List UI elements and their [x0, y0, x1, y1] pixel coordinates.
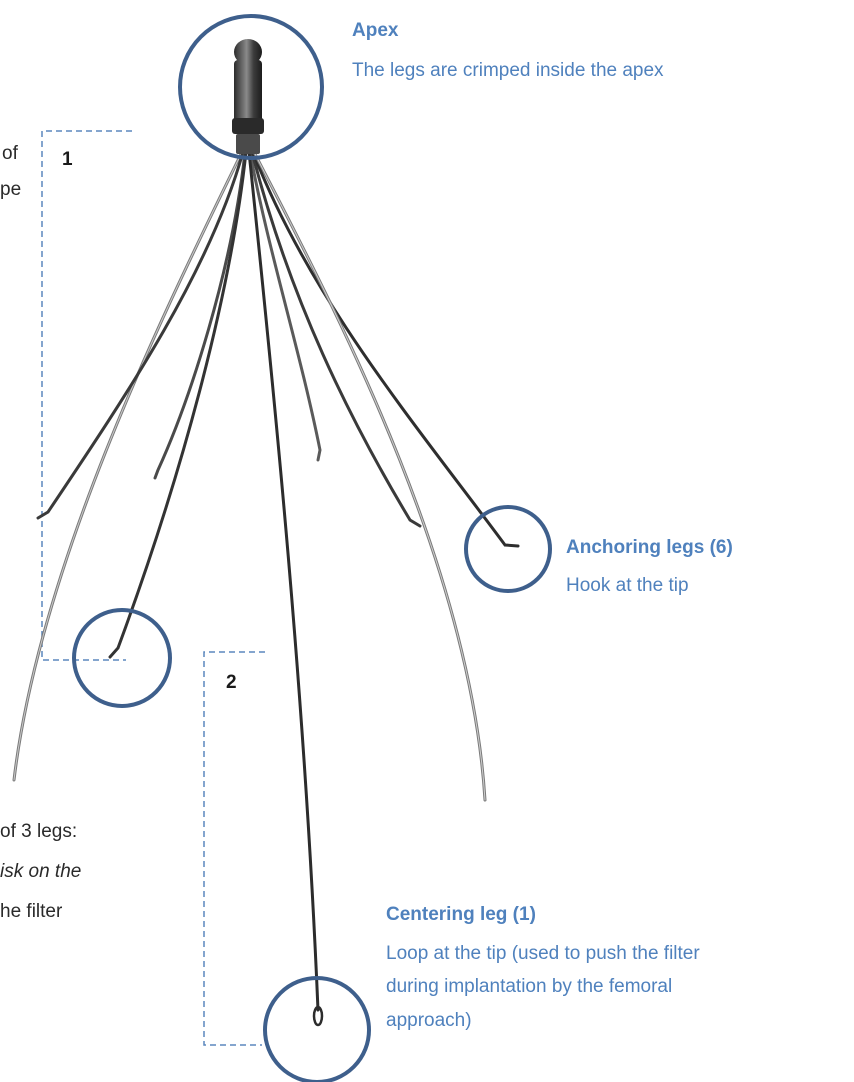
hook-highlight-circle — [72, 608, 172, 708]
right-outer-strut — [252, 150, 487, 802]
bracket-1-number: 1 — [62, 149, 73, 170]
left-fragment-3: of 3 legs: — [0, 821, 78, 842]
anchoring-leg-5 — [250, 150, 422, 528]
centering-highlight-circle — [263, 976, 371, 1082]
anchoring-highlight-circle — [464, 505, 552, 593]
anchoring-title: Anchoring legs (6) — [566, 537, 733, 558]
apex-title: Apex — [352, 20, 399, 41]
centering-title: Centering leg (1) — [386, 904, 536, 925]
bracket-2-number: 2 — [226, 672, 237, 693]
anchoring-leg-2 — [153, 150, 247, 480]
anchoring-leg-3 — [108, 150, 248, 659]
centering-line1: Loop at the tip (used to push the filter — [386, 943, 700, 964]
apex-cap — [232, 39, 264, 154]
left-fragment-5: he filter — [0, 901, 63, 922]
bracket-1 — [41, 130, 132, 661]
centering-line3: approach) — [386, 1010, 472, 1031]
apex-highlight-circle — [178, 14, 324, 160]
anchoring-leg-1 — [36, 150, 245, 520]
left-fragment-4: isk on the — [0, 861, 82, 882]
left-fragment-1: of — [2, 143, 18, 164]
centering-loop — [312, 1005, 324, 1027]
anchoring-leg-4 — [248, 150, 322, 462]
anchoring-leg-6 — [251, 150, 520, 548]
anchoring-desc: Hook at the tip — [566, 575, 689, 596]
apex-desc: The legs are crimped inside the apex — [352, 60, 664, 81]
centering-leg — [247, 150, 320, 1012]
centering-line2: during implantation by the femoral — [386, 976, 673, 997]
bracket-2 — [203, 651, 265, 1046]
filter-legs — [12, 150, 520, 1027]
left-fragment-2: pe — [0, 179, 22, 200]
